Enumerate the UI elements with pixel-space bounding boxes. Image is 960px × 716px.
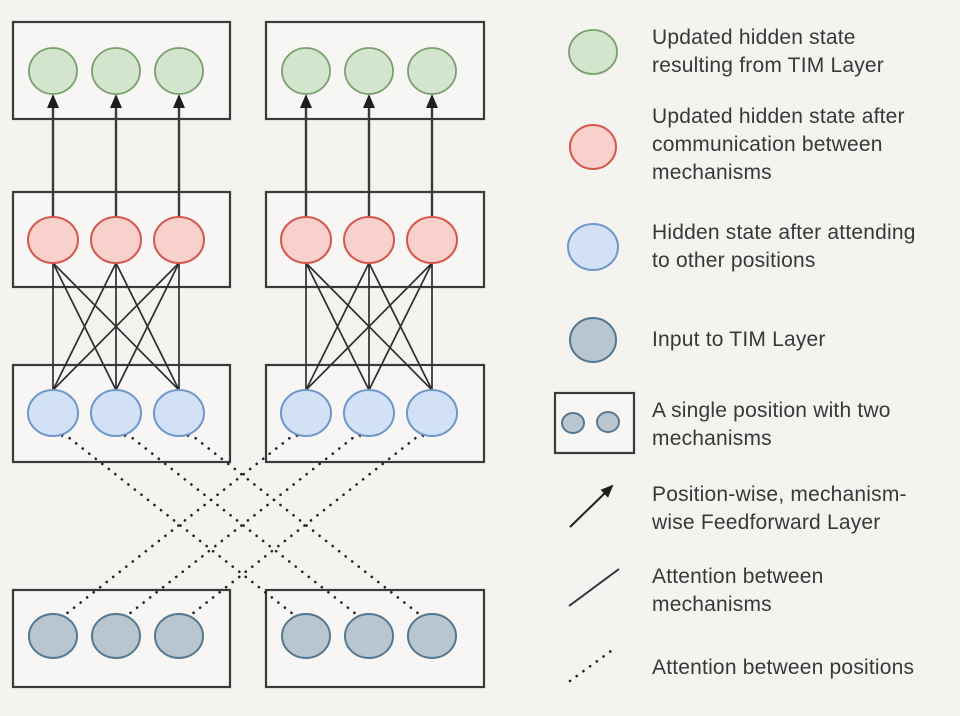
updated-node: [281, 47, 331, 95]
legend-icons: [553, 29, 636, 683]
attended-node: [406, 389, 458, 437]
updated-node: [344, 47, 394, 95]
mechanism-attention-edge: [52, 262, 117, 391]
mechanism-attention-edges: [52, 262, 433, 391]
updated-node: [407, 47, 457, 95]
dotted-line-icon: [568, 649, 613, 683]
legend-item-communicated-hidden-state: Updated hidden state after communication…: [652, 105, 905, 184]
input-node: [407, 613, 457, 659]
attended-node: [153, 389, 205, 437]
input-node: [344, 613, 394, 659]
communicated-node: [280, 216, 332, 264]
communicated-node: [27, 216, 79, 264]
attended-node: [90, 389, 142, 437]
position-attention-edge: [185, 428, 429, 620]
attended-node: [280, 389, 332, 437]
position-attention-edge: [122, 428, 366, 620]
position-attention-edges: [56, 428, 429, 620]
mechanism-attention-edge: [305, 262, 433, 391]
mechanism-attention-edge: [115, 262, 180, 391]
legend-item-position-attention: Attention between positions: [652, 656, 915, 679]
updated-node: [154, 47, 204, 95]
updated-node: [91, 47, 141, 95]
legend-item-single-position: A single position with two mechanisms: [652, 399, 891, 450]
communicated-node: [406, 216, 458, 264]
input-node: [91, 613, 141, 659]
position-attention-edge: [59, 428, 303, 620]
input-node: [154, 613, 204, 659]
attended-node: [343, 389, 395, 437]
updated-node: [28, 47, 78, 95]
legend-item-feedforward: Position-wise, mechanism-wise Feedforwar…: [652, 483, 907, 534]
arrow-icon: [569, 484, 614, 528]
position-attention-edge: [56, 428, 300, 620]
position-attention-edge: [182, 428, 426, 620]
nodes: [27, 47, 458, 659]
input-node: [281, 613, 331, 659]
mechanism-attention-edge: [52, 262, 180, 391]
blue-circle-icon: [567, 223, 619, 271]
legend-item-input: Input to TIM Layer: [652, 328, 826, 351]
legend-item-mechanism-attention: Attention between mechanisms: [652, 565, 824, 616]
communicated-node: [153, 216, 205, 264]
red-circle-icon: [569, 124, 617, 170]
communicated-node: [343, 216, 395, 264]
communicated-node: [90, 216, 142, 264]
mechanism-attention-edge: [305, 262, 370, 391]
gray-circle-icon: [569, 317, 617, 363]
solid-line-icon: [568, 568, 620, 607]
legend-item-updated-hidden-state: Updated hidden state resulting from TIM …: [652, 26, 884, 77]
green-circle-icon: [568, 29, 618, 75]
position-attention-edge: [119, 428, 363, 620]
input-node: [28, 613, 78, 659]
attended-node: [27, 389, 79, 437]
legend-item-attended-hidden-state: Hidden state after attending to other po…: [652, 221, 916, 272]
position-boxes: [11, 20, 486, 689]
position-box-icon: [553, 391, 636, 455]
feedforward-arrows: [47, 94, 438, 217]
mechanism-attention-edge: [368, 262, 433, 391]
